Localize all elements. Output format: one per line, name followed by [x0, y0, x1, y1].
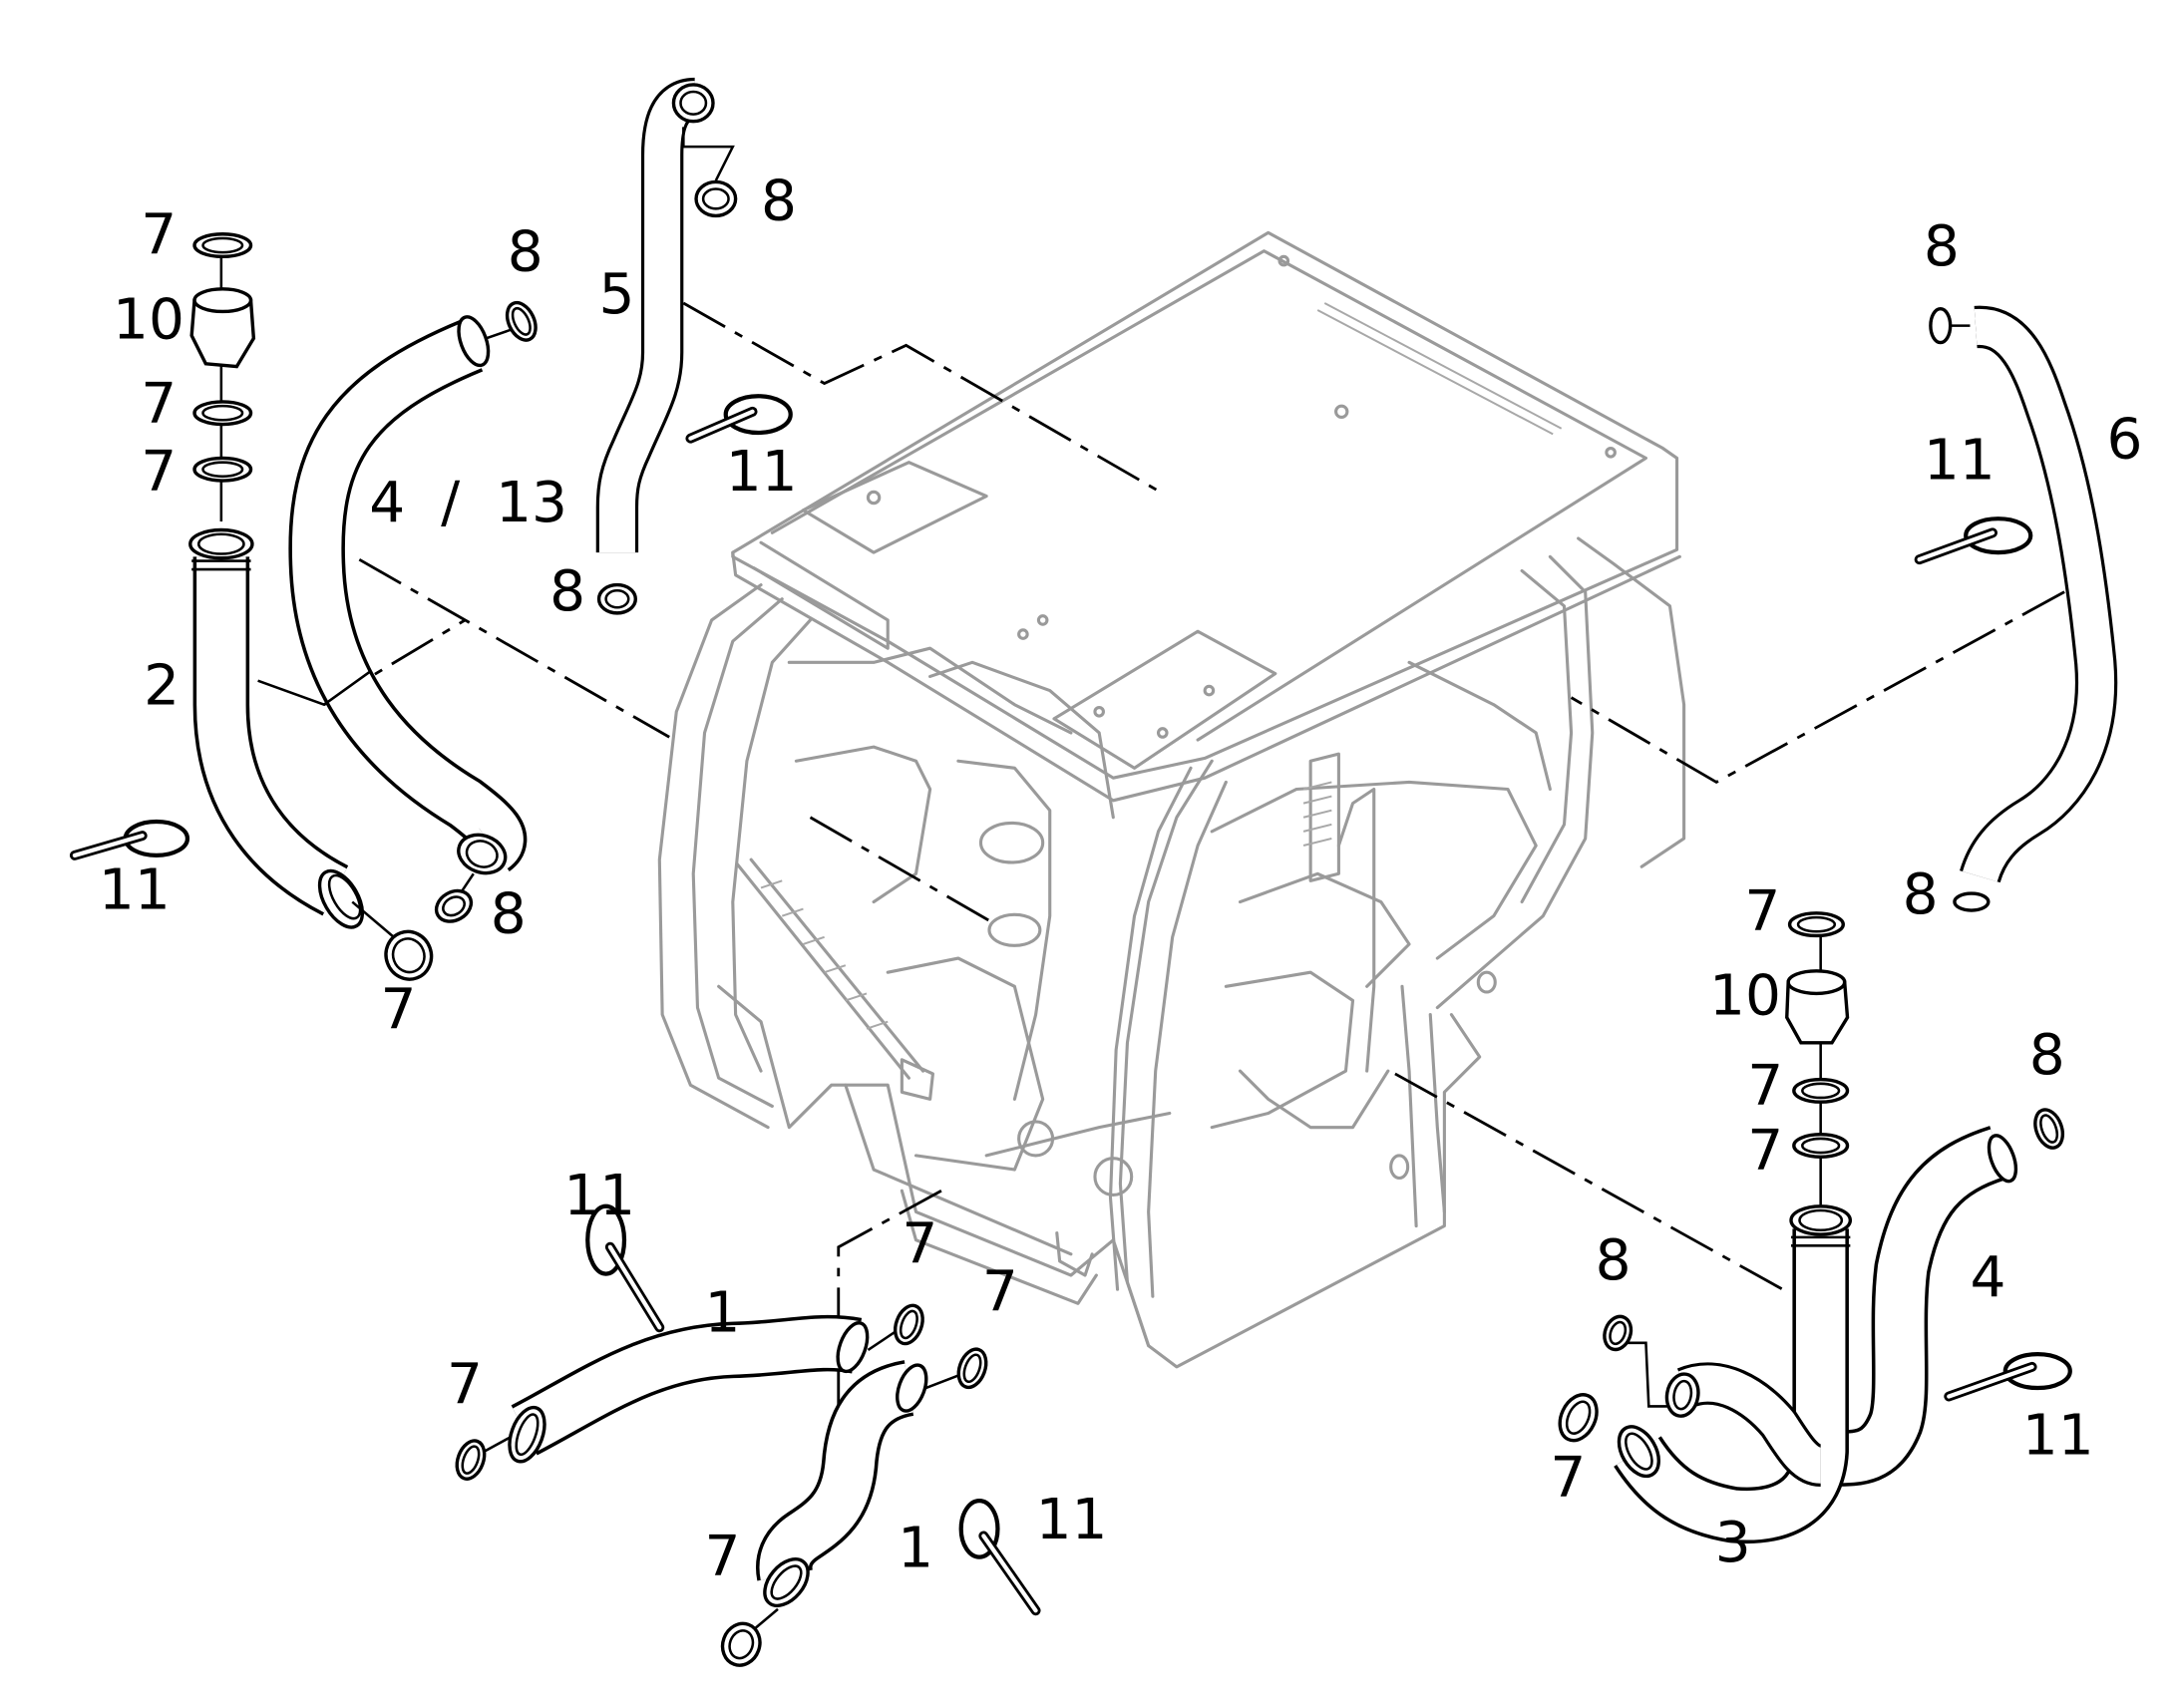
callout-11: 11 — [99, 858, 171, 923]
cable-tie-left — [69, 819, 190, 860]
callout-7: 7 — [141, 440, 177, 505]
callout-8: 8 — [1903, 862, 1939, 927]
cable-tie-bottom-center — [958, 1498, 1041, 1616]
callout-11: 11 — [1036, 1488, 1108, 1552]
cable-tie-top — [685, 394, 793, 444]
callout-7: 7 — [141, 203, 177, 268]
hose-part-1-lower — [720, 1347, 988, 1667]
hose-part-1-upper — [455, 1303, 924, 1481]
callout-7: 7 — [1747, 1119, 1783, 1184]
cable-tie-bottom-right — [1944, 1352, 2072, 1402]
alignment-lines — [323, 301, 2065, 1417]
callout-7: 7 — [447, 1353, 483, 1418]
hose-part-4-right — [1831, 1108, 2065, 1487]
callout-11: 11 — [726, 440, 798, 505]
callout-3: 3 — [1715, 1511, 1751, 1575]
hose-part-4-13 — [288, 300, 538, 923]
hose-part-3 — [1558, 1204, 1853, 1544]
callout-10: 10 — [113, 287, 184, 352]
callout-7: 7 — [1747, 1054, 1783, 1119]
cable-tie-right — [1914, 516, 2033, 565]
callout-7: 7 — [141, 372, 177, 437]
callout-11: 11 — [563, 1164, 635, 1228]
callout-5: 5 — [599, 262, 635, 327]
callout-7: 7 — [1744, 879, 1780, 944]
cable-tie-bottom-left — [585, 1203, 665, 1333]
leader-2-4 — [257, 671, 370, 707]
callout-10: 10 — [1709, 964, 1781, 1029]
callout-7: 7 — [705, 1525, 741, 1589]
callout-7: 7 — [381, 978, 417, 1043]
callout-8: 8 — [2029, 1023, 2065, 1088]
callout-1: 1 — [705, 1281, 741, 1346]
callout-8: 8 — [1596, 1228, 1632, 1293]
callout-8: 8 — [491, 882, 527, 947]
operator-cab — [657, 230, 1686, 1369]
clamp-stack-right — [1785, 911, 1850, 1205]
callout-4: 4 — [1970, 1245, 2005, 1310]
hose-part-5 — [595, 77, 738, 615]
callout-7: 7 — [902, 1211, 937, 1276]
callout-7: 7 — [982, 1259, 1018, 1324]
callout-11: 11 — [2022, 1403, 2094, 1468]
callout-labels: 7 10 7 7 2 11 7 8 4 / 13 8 5 8 11 8 8 6 … — [99, 170, 2143, 1589]
callout-8: 8 — [549, 559, 585, 624]
callout-8: 8 — [1924, 214, 1960, 279]
callout-4-13: 4 / 13 — [369, 471, 567, 535]
callout-2: 2 — [144, 654, 180, 719]
clamp-stack-left — [189, 232, 434, 981]
callout-1: 1 — [898, 1517, 933, 1581]
callout-8: 8 — [508, 219, 544, 284]
callout-11: 11 — [1924, 429, 1996, 494]
callout-8: 8 — [761, 170, 797, 234]
callout-7: 7 — [1550, 1446, 1586, 1511]
callout-6: 6 — [2107, 407, 2143, 472]
hose-part-2 — [188, 527, 400, 943]
hose-part-6 — [1929, 305, 2118, 912]
